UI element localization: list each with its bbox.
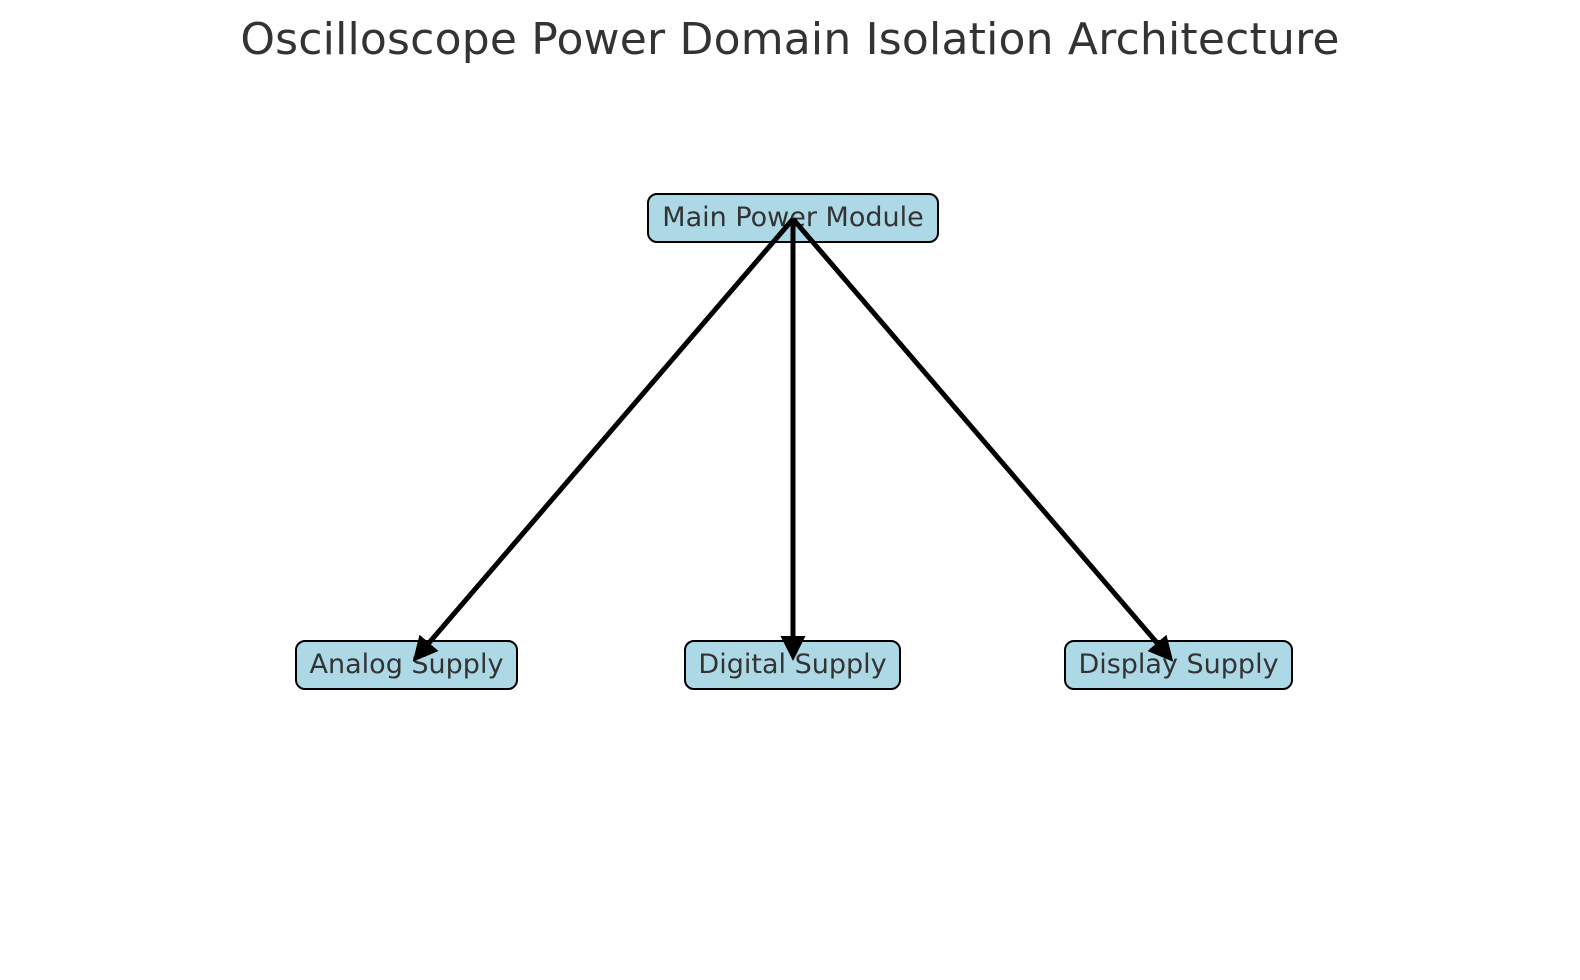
node-analog-supply: Analog Supply (295, 640, 518, 690)
edge-main-to-analog (412, 217, 795, 662)
node-digital-supply: Digital Supply (684, 640, 901, 690)
node-display-supply: Display Supply (1064, 640, 1293, 690)
node-main-power-module: Main Power Module (647, 193, 939, 243)
edge-main-to-display (791, 217, 1174, 662)
diagram-title: Oscilloscope Power Domain Isolation Arch… (240, 14, 1340, 65)
